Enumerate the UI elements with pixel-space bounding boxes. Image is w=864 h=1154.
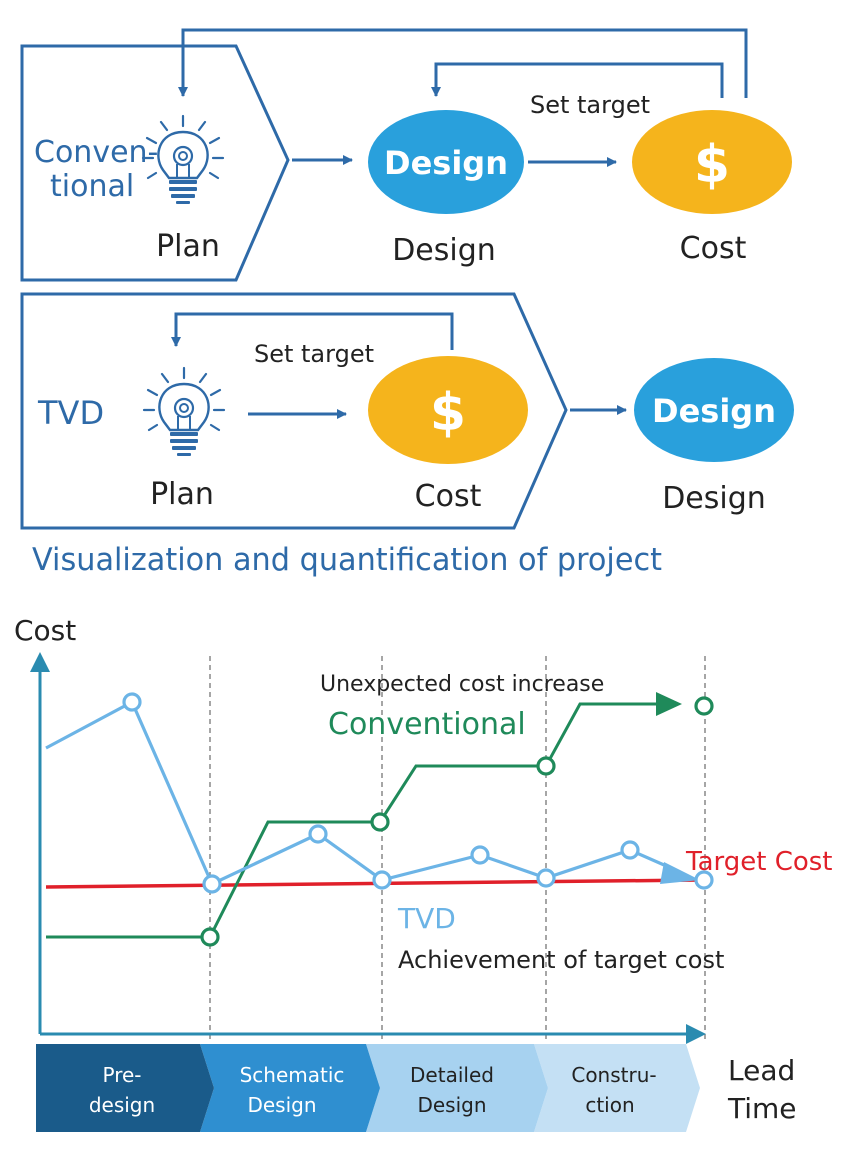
tvd-design-label: Design — [662, 481, 766, 516]
phase-2-line2: Design — [247, 1093, 316, 1117]
tvd-feedback-arrow — [171, 312, 454, 350]
conventional-cost-node-text: $ — [694, 135, 730, 195]
tvd-point-8 — [694, 870, 714, 890]
conventional-label-line2: tional — [50, 169, 134, 204]
tvd-points — [122, 692, 714, 894]
conventional-point-1 — [200, 927, 220, 947]
conventional-points — [200, 696, 714, 947]
tvd-point-6 — [536, 868, 556, 888]
x-axis-label-line2: Time — [727, 1092, 797, 1125]
phase-1-line1: Pre- — [102, 1063, 141, 1087]
conventional-design-label: Design — [392, 233, 496, 268]
tvd-process: TVD Plan Set target $ Cost Design Design — [20, 292, 794, 530]
tvd-plan-label: Plan — [150, 477, 214, 512]
tvd-design-node-text: Design — [652, 392, 776, 430]
y-axis-label: Cost — [14, 614, 76, 647]
phase-4-shape — [534, 1044, 700, 1132]
annotation-tvd: TVD — [397, 902, 456, 935]
conventional-plan-box — [20, 44, 290, 282]
tvd-set-target-label: Set target — [254, 340, 374, 368]
tvd-cost-label: Cost — [415, 479, 482, 514]
conventional-label-line1: Conven- — [34, 135, 158, 170]
caption: Visualization and quantification of proj… — [32, 542, 662, 578]
phase-1-shape — [36, 1044, 214, 1132]
phase-3-shape — [366, 1044, 548, 1132]
phase-2-shape — [200, 1044, 380, 1132]
conventional-cost-node — [632, 110, 792, 214]
annotation-unexpected: Unexpected cost increase — [320, 672, 604, 697]
phase-bar: Pre- design Schematic Design Detailed De… — [36, 1044, 700, 1132]
conventional-point-4 — [694, 696, 714, 716]
target-cost-line — [45, 878, 701, 889]
conventional-arrowhead — [656, 692, 682, 716]
tvd-point-2 — [202, 874, 222, 894]
tvd-arrowhead — [660, 862, 700, 884]
annotation-target-cost: Target Cost — [685, 847, 833, 877]
tvd-plan-cost-box — [20, 292, 568, 530]
tvd-cost-node — [368, 356, 528, 464]
conventional-design-node — [368, 110, 524, 214]
y-axis-arrowhead — [30, 652, 50, 672]
conventional-plan-label: Plan — [156, 229, 220, 264]
tvd-point-7 — [620, 840, 640, 860]
conventional-cost-line — [46, 702, 658, 939]
annotation-conventional: Conventional — [328, 707, 526, 742]
phase-4-line1: Constru- — [571, 1063, 656, 1087]
conventional-design-node-text: Design — [384, 144, 508, 182]
conventional-point-3 — [536, 756, 556, 776]
phase-3-line2: Design — [417, 1093, 486, 1117]
annotation-achievement: Achievement of target cost — [398, 946, 724, 974]
conventional-feedback-arrow-plan — [178, 28, 748, 98]
tvd-cost-node-text: $ — [430, 383, 466, 443]
tvd-design-node — [634, 358, 794, 462]
tvd-point-3 — [308, 824, 328, 844]
phase-separators — [209, 656, 706, 1040]
conventional-feedback-arrow-design — [431, 62, 724, 98]
conventional-set-target-label: Set target — [530, 91, 650, 119]
tvd-point-1 — [122, 692, 142, 712]
x-axis-label-line1: Lead — [728, 1054, 795, 1087]
tvd-point-4 — [372, 870, 392, 890]
cost-chart: Cost — [14, 614, 833, 1132]
phase-4-line2: ction — [585, 1093, 634, 1117]
tvd-label: TVD — [37, 394, 104, 432]
conventional-cost-label: Cost — [680, 231, 747, 266]
conventional-process: Conven- tional Plan Design Design Set ta… — [20, 28, 792, 282]
phase-1-line2: design — [89, 1093, 155, 1117]
conventional-point-2 — [370, 812, 390, 832]
tvd-lightbulb-icon — [142, 366, 226, 458]
x-axis-arrowhead — [686, 1024, 706, 1044]
tvd-point-5 — [470, 845, 490, 865]
phase-3-line1: Detailed — [410, 1063, 494, 1087]
phase-2-line1: Schematic — [240, 1063, 345, 1087]
